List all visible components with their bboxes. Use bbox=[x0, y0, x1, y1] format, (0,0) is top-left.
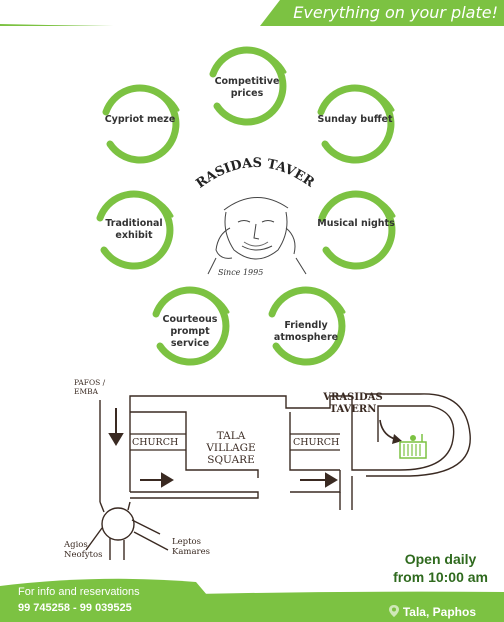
tavern-name-arc: VRASIDAS TAVERN bbox=[186, 150, 317, 192]
location: Tala, Paphos bbox=[388, 604, 476, 619]
contact-info: For info and reservations 99 745258 - 99… bbox=[18, 584, 140, 616]
tagline: Everything on your plate! bbox=[293, 3, 498, 22]
map-label-church-left: CHURCH bbox=[132, 437, 179, 448]
phone-numbers[interactable]: 99 745258 - 99 039525 bbox=[18, 602, 132, 614]
info-label: For info and reservations bbox=[18, 586, 140, 598]
tavern-marker-icon bbox=[399, 434, 427, 459]
map-label-church-right: CHURCH bbox=[293, 437, 340, 448]
portrait-sketch bbox=[207, 197, 307, 275]
bottom-banner bbox=[0, 578, 504, 622]
map-label-pafos-emba: PAFOS / EMBA bbox=[74, 378, 106, 396]
map-label-tavern: VRASIDAS TAVERN bbox=[323, 392, 383, 415]
opening-hours-line2: from 10:00 am bbox=[393, 569, 488, 585]
feature-musical-nights: Musical nights bbox=[317, 218, 395, 229]
location-map bbox=[85, 393, 471, 560]
map-label-leptos-kamares: Leptos Kamares bbox=[172, 537, 211, 557]
opening-hours: Open daily from 10:00 am bbox=[393, 550, 488, 586]
svg-text:VRASIDAS TAVERN: VRASIDAS TAVERN bbox=[186, 150, 317, 192]
since-signature: Since 1995 bbox=[218, 268, 264, 277]
feature-courteous-service: Courteous prompt service bbox=[162, 314, 218, 349]
map-pin-icon bbox=[388, 605, 399, 617]
feature-traditional-exhibit: Traditional exhibit bbox=[105, 218, 163, 241]
feature-rings bbox=[96, 46, 396, 366]
tavern-logo: VRASIDAS TAVERN bbox=[186, 150, 317, 275]
map-label-village-square: TALA VILLAGE SQUARE bbox=[206, 430, 256, 466]
feature-friendly-atmosphere: Friendly atmosphere bbox=[273, 320, 339, 343]
map-label-agios-neofytos: Agios Neofytos bbox=[64, 540, 103, 560]
feature-competitive-prices: Competitive prices bbox=[214, 76, 280, 99]
feature-sunday-buffet: Sunday buffet bbox=[317, 114, 393, 125]
opening-hours-line1: Open daily bbox=[404, 551, 477, 567]
feature-cypriot-meze: Cypriot meze bbox=[104, 114, 176, 125]
top-banner bbox=[0, 0, 504, 26]
location-text: Tala, Paphos bbox=[402, 605, 476, 619]
